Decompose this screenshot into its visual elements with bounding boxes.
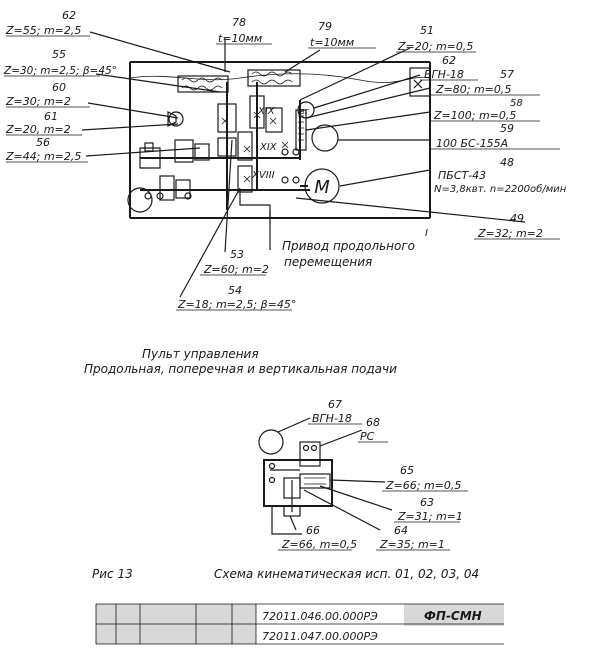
callout-55-num: 55 [52, 48, 66, 61]
callout-61-num: 61 [44, 110, 58, 123]
stamp-doc1: 72011.046.00.000РЭ [262, 610, 378, 623]
shaft-label-xix-upper: XIX [257, 106, 276, 117]
callout-62b-spec: ВГН-18 [424, 68, 464, 81]
title-stamp: 72011.046.00.000РЭ 72011.047.00.000РЭ ФП… [95, 603, 504, 645]
leader-lines [81, 31, 526, 298]
control-panel-scheme [258, 417, 393, 535]
callout-48-num: 48 [500, 156, 514, 169]
callouts-top: 62 Z=55; m=2,5 55 Z=30; m=2,5; β=45° 60 … [3, 9, 567, 311]
callout-49-spec: Z=32; m=2 [477, 227, 543, 240]
callout-79-spec: t=10мм [310, 36, 354, 49]
callout-58-spec: Z=100; m=0,5 [433, 109, 516, 122]
drive-note-line1: Привод продольного [282, 239, 415, 253]
callout-65-num: 65 [400, 464, 414, 477]
callout-63-num: 63 [420, 496, 434, 509]
callout-60-num: 60 [52, 81, 66, 94]
callout-57-num: 57 [500, 68, 514, 81]
drive-units: ВГ M [127, 101, 340, 213]
callout-67-spec: ВГН-18 [312, 412, 352, 425]
callout-51-spec: Z=20; m=0,5 [397, 40, 473, 53]
svg-text:ВГ: ВГ [300, 108, 310, 116]
motor-symbol: M [314, 177, 330, 198]
callout-56-num: 56 [36, 136, 50, 149]
callout-64-spec: Z=35; m=1 [379, 538, 445, 551]
callout-78-spec: t=10мм [218, 32, 262, 45]
callout-56-spec: Z=44; m=2,5 [5, 150, 81, 163]
callout-64-num: 64 [394, 524, 408, 537]
callout-66-num: 66 [306, 524, 320, 537]
callout-51-num: 51 [420, 24, 434, 37]
callout-63-spec: Z=31; m=1 [397, 510, 463, 523]
callout-61-spec: Z=20, m=2 [5, 123, 71, 136]
callout-48-spec: ПБСТ-43 [438, 169, 486, 182]
shaft-label-i: I [425, 228, 428, 239]
shaft-label-xix: XIX [259, 142, 278, 153]
callout-59-spec: 100 БС-155А [436, 137, 508, 150]
callout-59-num: 59 [500, 122, 514, 135]
callout-54-num: 54 [228, 284, 242, 297]
callout-68-num: 68 [366, 416, 380, 429]
callout-79-num: 79 [318, 20, 332, 33]
pump-left-icon [127, 187, 153, 213]
figure-number: Рис 13 [92, 567, 133, 581]
drive-note-line2: перемещения [284, 255, 372, 269]
callout-53-spec: Z=60; m=2 [203, 263, 269, 276]
callout-62a-num: 62 [62, 9, 76, 22]
callout-66-spec: Z=66, m=0,5 [281, 538, 357, 551]
callouts-panel: 67 ВГН-18 68 РС 65 Z=66; m=0,5 63 Z=31; … [278, 398, 468, 551]
callout-49-num: 49 [510, 212, 524, 225]
motor-icon [304, 168, 340, 204]
callout-48-spec2: N=3,8квт. n=2200об/мин [434, 183, 567, 195]
callout-62a-spec: Z=55; m=2,5 [5, 24, 81, 37]
callout-58-num: 58 [510, 98, 523, 109]
callout-67-num: 67 [328, 398, 342, 411]
panel-title: Пульт управления [142, 347, 259, 361]
panel-subtitle: Продольная, поперечная и вертикальная по… [84, 362, 397, 376]
figure-title: Схема кинематическая исп. 01, 02, 03, 04 [214, 567, 479, 581]
stamp-org: ФП-СМН [424, 609, 482, 623]
callout-60-spec: Z=30; m=2 [5, 95, 71, 108]
pump-67-icon [258, 429, 284, 455]
callout-55-spec: Z=30; m=2,5; β=45° [3, 65, 117, 77]
gear-train [139, 69, 310, 218]
callout-57-spec: Z=80; m=0,5 [435, 83, 511, 96]
callout-65-spec: Z=66; m=0,5 [385, 479, 461, 492]
shaft-label-xviii: XVIII [251, 170, 275, 181]
callout-78-num: 78 [232, 16, 246, 29]
speaker-icon [168, 111, 184, 127]
callout-68-spec: РС [360, 430, 375, 443]
stamp-doc2: 72011.047.00.000РЭ [262, 630, 378, 643]
pump-59-icon [311, 124, 339, 152]
callout-54-spec: Z=18; m=2,5; β=45° [177, 298, 296, 311]
callout-62b-num: 62 [442, 54, 456, 67]
callout-53-num: 53 [230, 248, 244, 261]
